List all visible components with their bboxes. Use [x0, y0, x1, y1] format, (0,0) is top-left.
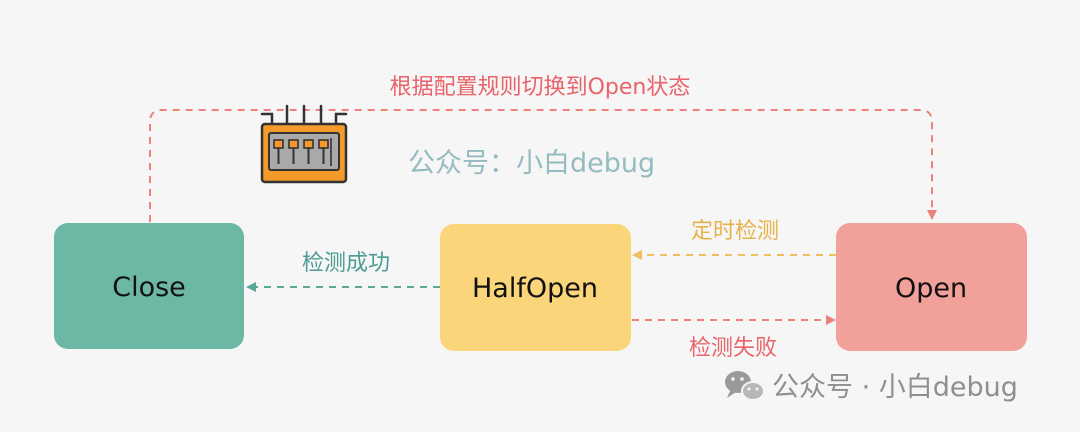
- state-close-box: [54, 223, 244, 349]
- state-half-open-label: HalfOpen: [472, 273, 598, 304]
- half-open-to-open-label: 检测失败: [689, 336, 777, 361]
- wechat-icon: [725, 371, 765, 401]
- close-to-open-arrow: [149, 109, 937, 222]
- state-half-open: HalfOpen: [440, 224, 631, 351]
- circuit-breaker-panel-icon: [260, 104, 348, 184]
- state-close-label: Close: [112, 272, 186, 303]
- open-to-half-open-label: 定时检测: [691, 219, 779, 244]
- close-to-open-label: 根据配置规则切换到Open状态: [390, 75, 691, 100]
- half-open-to-close-label: 检测成功: [302, 251, 390, 276]
- state-half-open-box: [440, 224, 631, 351]
- state-open-label: Open: [895, 273, 967, 304]
- center-watermark: 公众号：小白debug: [408, 148, 655, 179]
- state-close: Close: [54, 223, 244, 349]
- bottom-watermark: 公众号 · 小白debug: [725, 371, 1018, 403]
- state-open: Open: [836, 223, 1027, 351]
- state-open-box: [836, 223, 1027, 351]
- bottom-watermark-text: 公众号 · 小白debug: [772, 372, 1018, 403]
